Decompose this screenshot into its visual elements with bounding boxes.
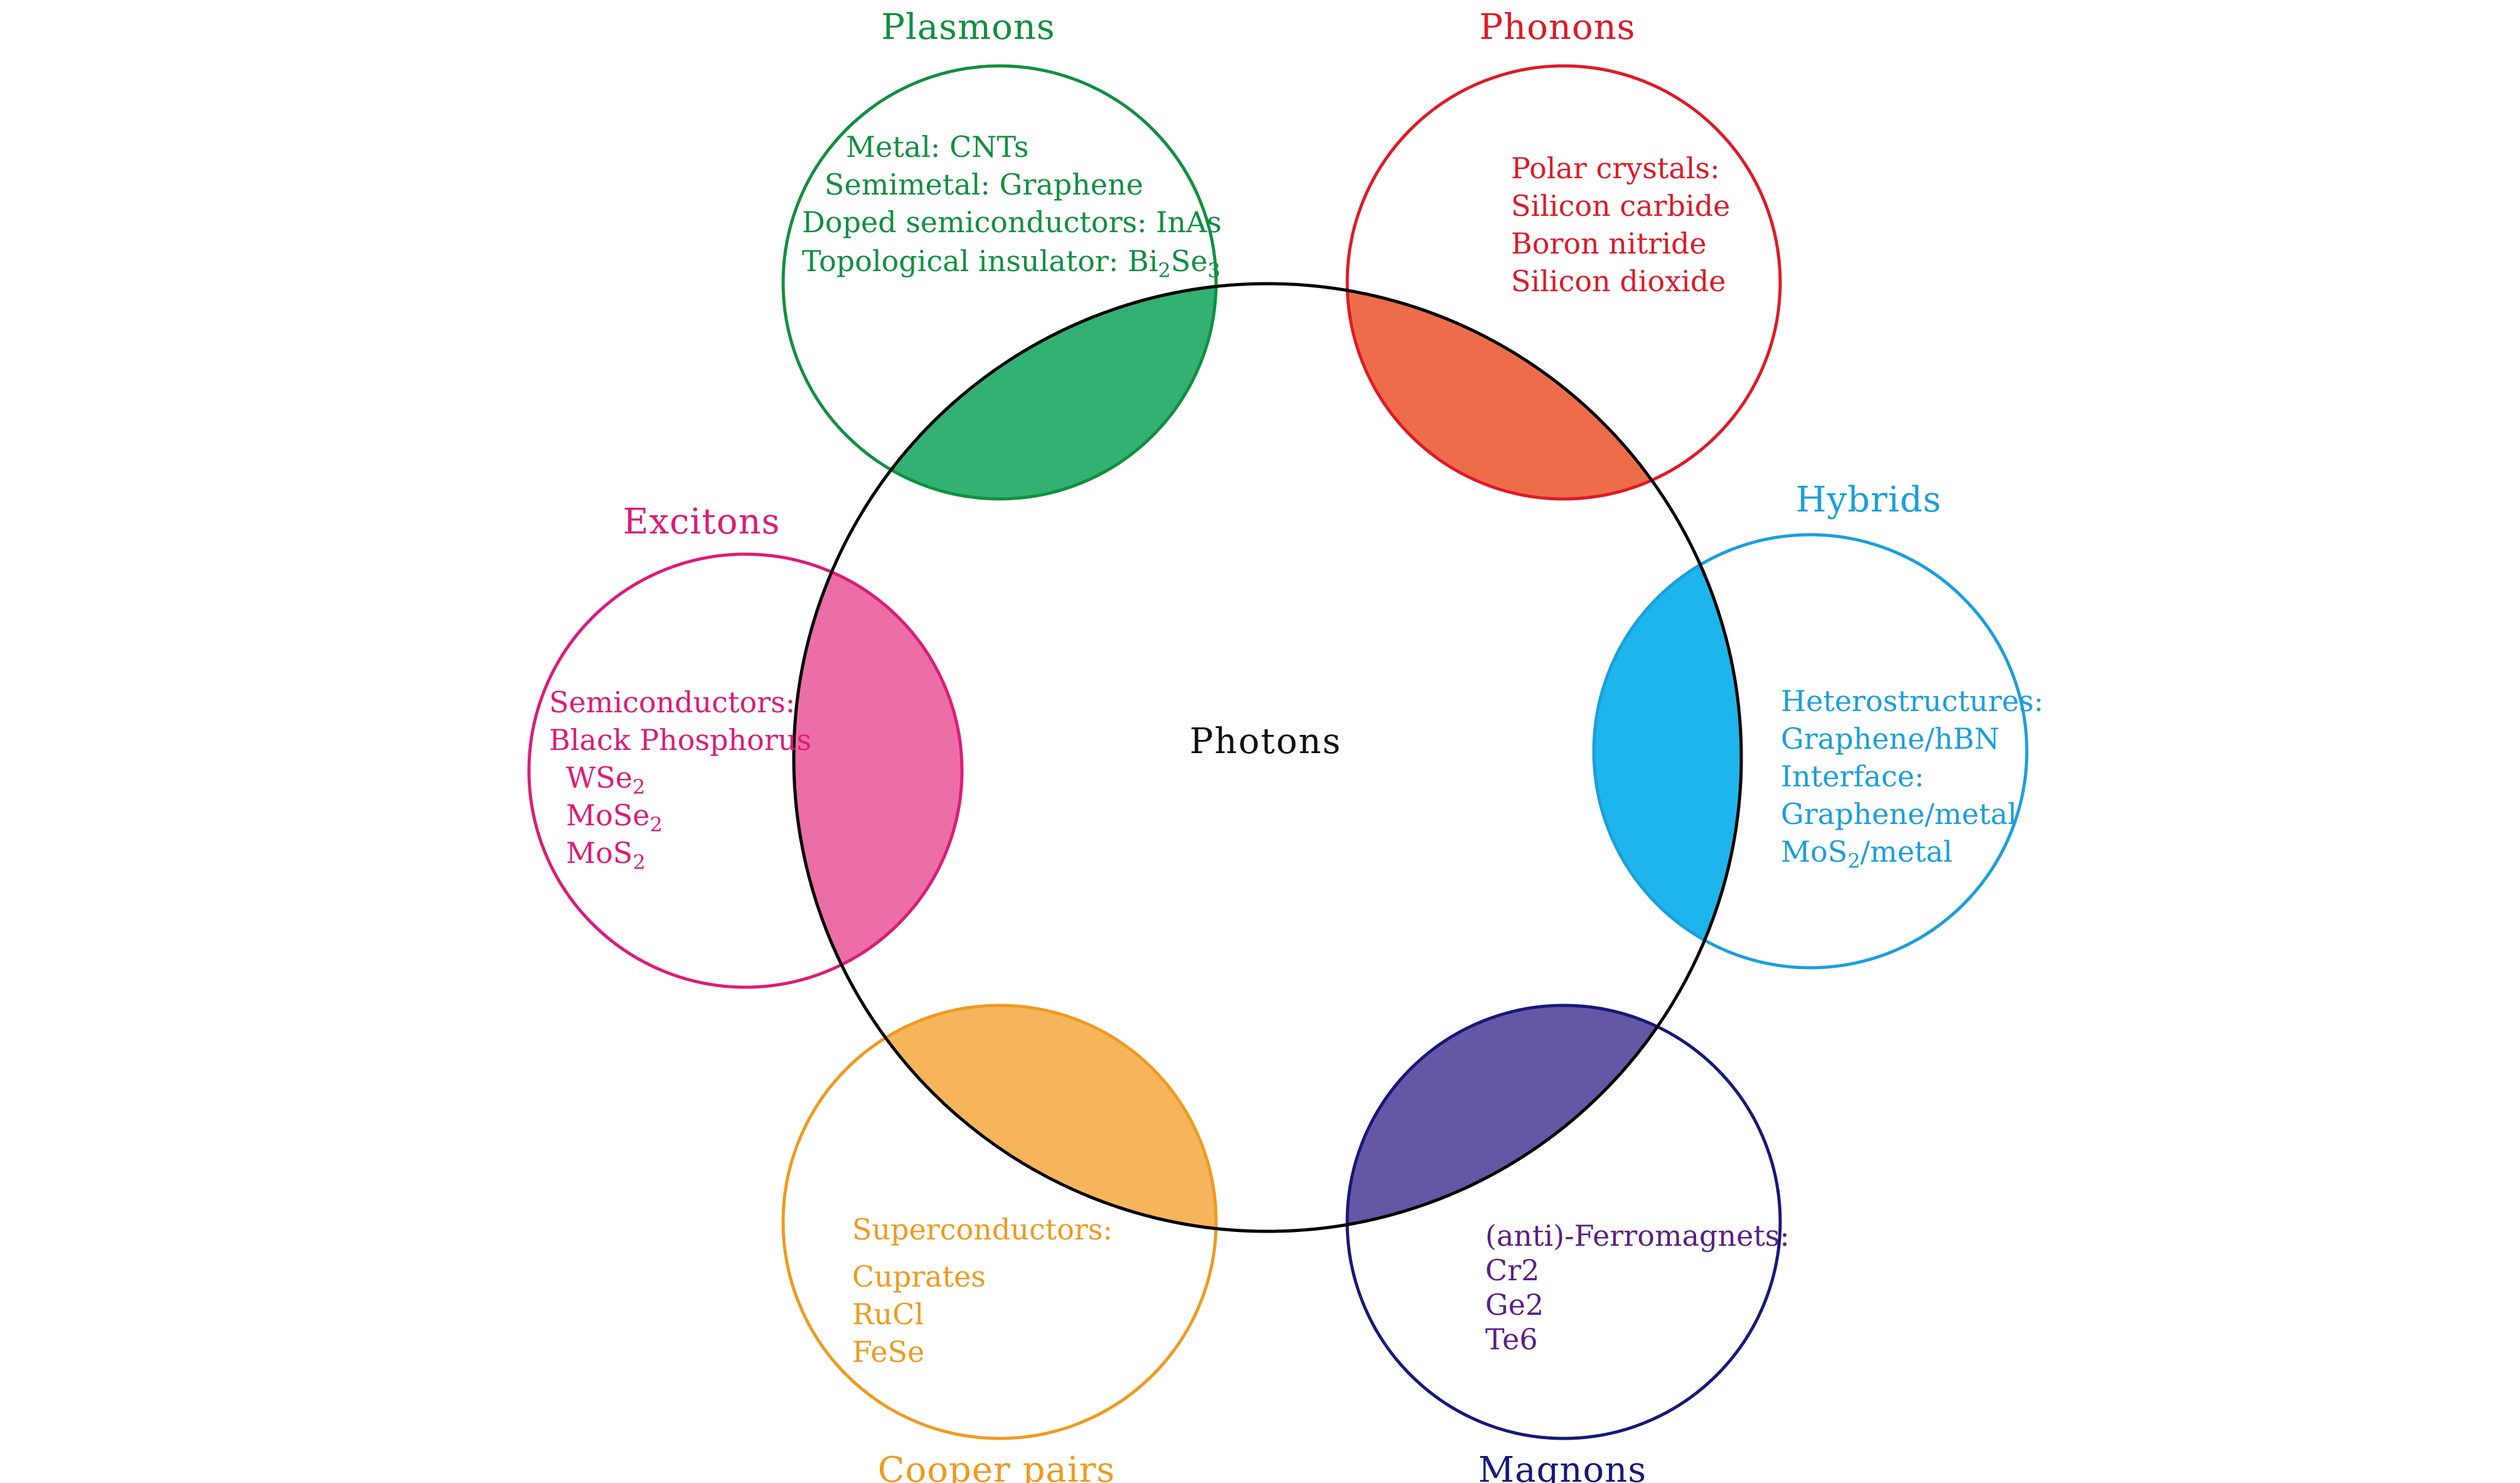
center-label: Photons	[1190, 721, 1342, 762]
hybrids-line-2: Graphene/hBN	[1781, 722, 1999, 756]
excitons-line-4-a: MoSe	[566, 798, 650, 832]
excitons-line-3-sub: 2	[633, 775, 645, 799]
plasmons-title: Plasmons	[881, 7, 1055, 48]
magnons-line-4: Te6	[1485, 1322, 1538, 1356]
hybrids-line-4: Graphene/metal	[1781, 797, 2017, 831]
hybrids-line-5-a: MoS	[1781, 835, 1847, 869]
plasmons-line-4-a: Topological insulator: Bi	[802, 244, 1158, 278]
plasmons-line-3: Doped semiconductors: InAs	[802, 205, 1222, 239]
magnons-list: (anti)-Ferromagnets: Cr2 Ge2 Te6	[1485, 1219, 1790, 1356]
hybrids-line-5: MoS2/metal	[1781, 835, 1953, 873]
hybrids-title: Hybrids	[1796, 479, 1942, 520]
excitons-line-3: WSe2	[566, 761, 645, 799]
phonons-line-3: Boron nitride	[1511, 227, 1707, 260]
cooper-line-1: Superconductors:	[852, 1213, 1113, 1246]
hybrids-line-1: Heterostructures:	[1781, 684, 2044, 718]
excitons-line-1: Semiconductors:	[549, 685, 795, 719]
plasmons-circle	[781, 64, 1218, 501]
excitons-line-2: Black Phosphorus	[549, 723, 811, 757]
plasmons-list: Metal: CNTs Semimetal: Graphene Doped se…	[802, 130, 1222, 282]
plasmons-line-1: Metal: CNTs	[846, 130, 1028, 164]
phonons-line-4: Silicon dioxide	[1511, 264, 1726, 298]
hybrids-list: Heterostructures: Graphene/hBN Interface…	[1781, 684, 2044, 873]
excitons-line-5: MoS2	[566, 836, 646, 874]
magnons-title: Magnons	[1478, 1450, 1647, 1483]
magnons-line-3: Ge2	[1485, 1288, 1544, 1322]
magnons-circle	[1345, 1004, 1782, 1440]
excitons-line-3-a: WSe	[566, 761, 633, 795]
hybrids-overlap	[1594, 535, 1741, 968]
phonons-line-2: Silicon carbide	[1511, 189, 1730, 223]
magnons-line-2: Cr2	[1485, 1253, 1539, 1287]
phonons-title: Phonons	[1479, 7, 1635, 48]
plasmons-line-2: Semimetal: Graphene	[825, 168, 1143, 201]
excitons-circle	[527, 552, 964, 989]
plasmons-line-4: Topological insulator: Bi2Se3	[802, 244, 1220, 282]
hybrids-circle	[1592, 533, 2029, 970]
phonons-circle	[1345, 64, 1782, 501]
excitons-title: Excitons	[623, 501, 781, 542]
hybrids-line-5-b: /metal	[1861, 835, 1953, 869]
plasmons-line-4-b: Se	[1171, 244, 1208, 278]
hybrids-line-3: Interface:	[1781, 759, 1924, 793]
hybrids-line-5-sub: 2	[1847, 849, 1860, 873]
photons-circle	[792, 282, 1743, 1233]
plasmons-line-4-sub2: 3	[1208, 259, 1220, 282]
excitons-list: Semiconductors: Black Phosphorus WSe2 Mo…	[549, 685, 811, 874]
phonons-line-1: Polar crystals:	[1511, 151, 1720, 185]
excitons-line-5-a: MoS	[566, 836, 633, 870]
cooper-line-4: FeSe	[852, 1335, 924, 1369]
excitons-line-5-sub: 2	[633, 850, 645, 874]
excitons-line-4: MoSe2	[566, 798, 663, 837]
phonons-list: Polar crystals: Silicon carbide Boron ni…	[1511, 151, 1730, 298]
excitons-line-4-sub: 2	[650, 813, 663, 837]
cooper-title: Cooper pairs	[878, 1450, 1116, 1483]
plasmons-line-4-sub1: 2	[1158, 259, 1171, 282]
magnons-line-1: (anti)-Ferromagnets:	[1485, 1219, 1790, 1253]
cooper-circle	[781, 1004, 1218, 1440]
cooper-list: Superconductors: Cuprates RuCl FeSe	[852, 1213, 1113, 1369]
cooper-line-2: Cuprates	[852, 1260, 986, 1293]
cooper-line-3: RuCl	[852, 1297, 924, 1331]
excitons-overlap	[794, 554, 962, 987]
